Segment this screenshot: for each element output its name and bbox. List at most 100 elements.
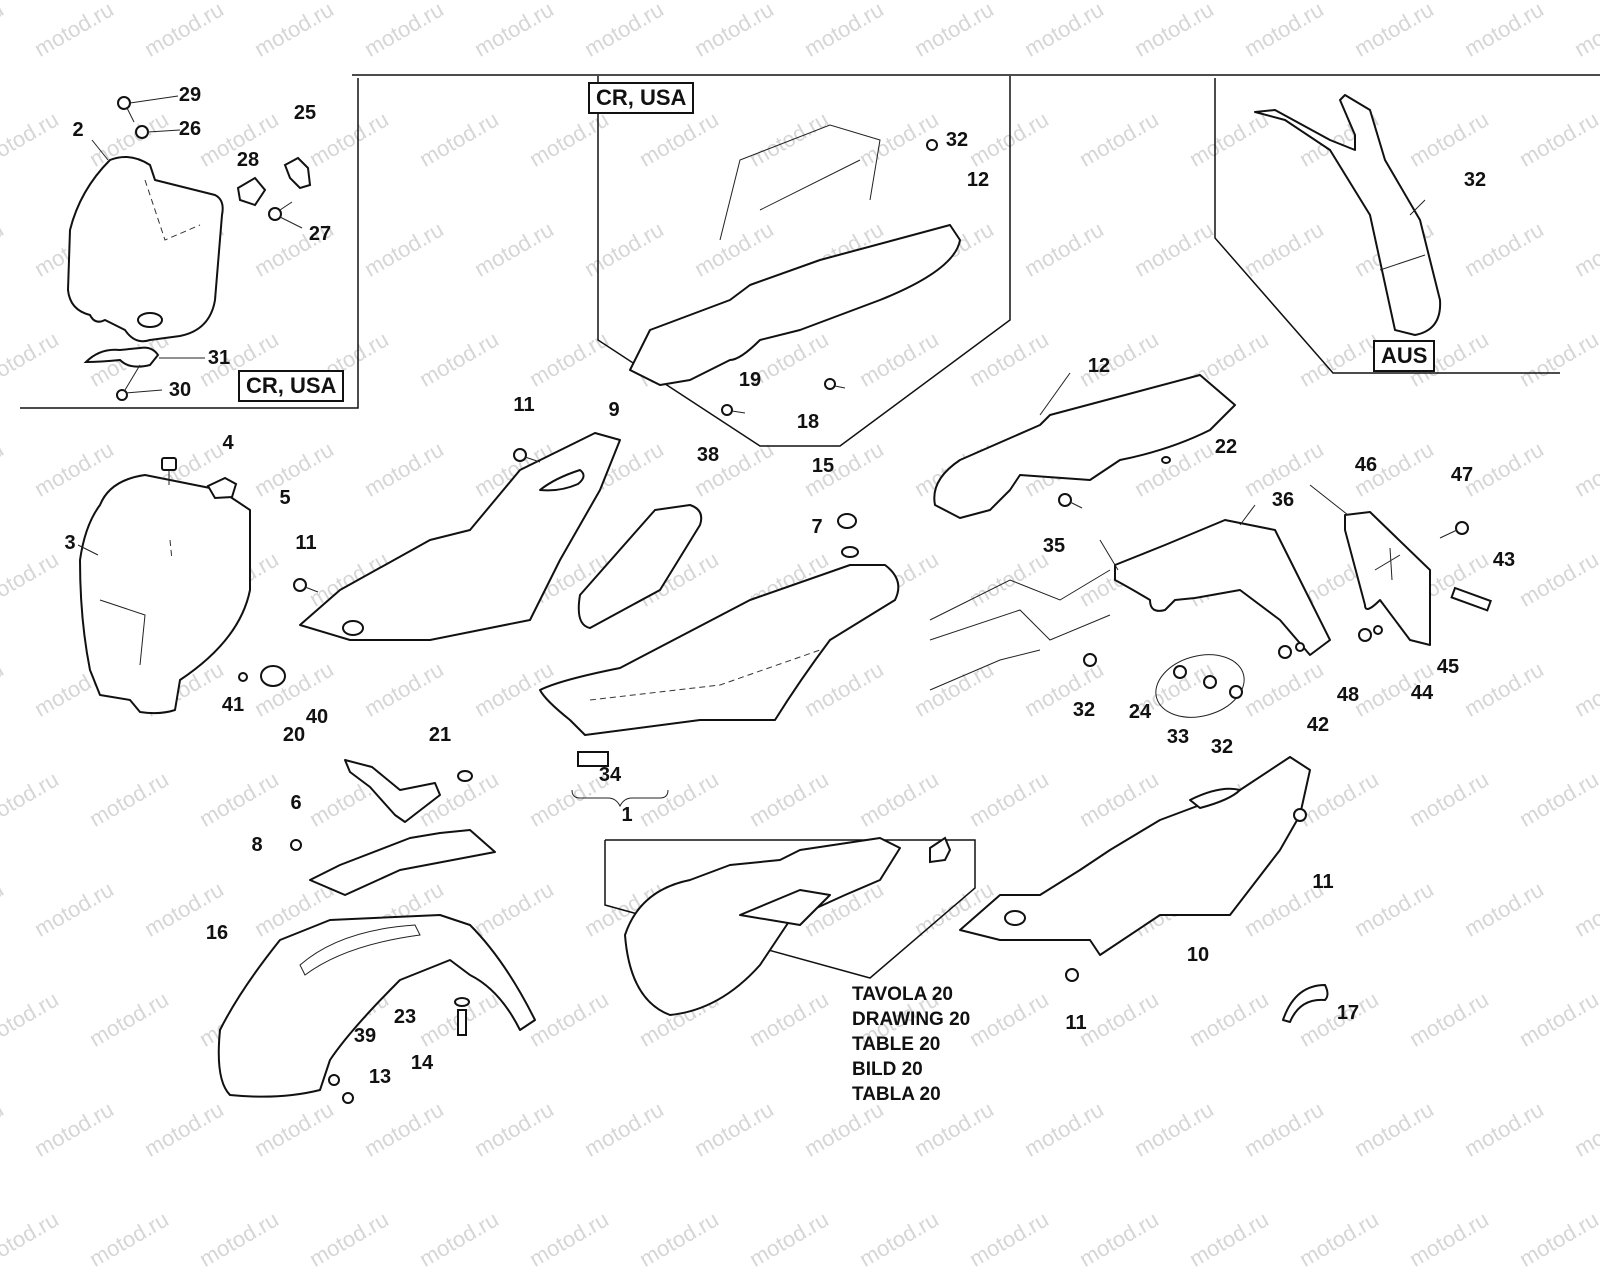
watermark: motod.ru bbox=[0, 1206, 63, 1272]
callout-6: 6 bbox=[290, 792, 302, 814]
callout-24: 24 bbox=[1128, 701, 1152, 723]
part-25-bracket bbox=[283, 156, 312, 190]
callout-22: 22 bbox=[1214, 436, 1238, 458]
callout-21: 21 bbox=[428, 724, 452, 746]
part-9-left-side-panel bbox=[299, 432, 621, 641]
callout-40: 40 bbox=[305, 706, 329, 728]
detail-ellipse-hardware bbox=[1155, 654, 1245, 718]
part-29-screw bbox=[117, 96, 135, 123]
callout-32-cr-usa: 32 bbox=[945, 129, 969, 151]
callout-38: 38 bbox=[696, 444, 720, 466]
watermark: motod.ru bbox=[415, 1206, 503, 1272]
callout-32-detail: 32 bbox=[1210, 736, 1234, 758]
watermark: motod.ru bbox=[635, 1206, 723, 1272]
callout-35: 35 bbox=[1042, 535, 1066, 557]
inset-frame-seat-cover bbox=[604, 839, 976, 979]
part-48-washer bbox=[1295, 642, 1305, 652]
callout-9: 9 bbox=[608, 399, 620, 421]
watermark: motod.ru bbox=[1515, 1206, 1600, 1272]
callout-8: 8 bbox=[251, 834, 263, 856]
callout-26: 26 bbox=[178, 118, 202, 140]
watermark: motod.ru bbox=[1295, 1206, 1383, 1272]
part-11-screw-d bbox=[1065, 968, 1079, 982]
callout-18: 18 bbox=[796, 411, 820, 433]
ref-line-drawing: DRAWING 20 bbox=[852, 1009, 971, 1030]
watermark: motod.ru bbox=[1185, 1206, 1273, 1272]
callout-27: 27 bbox=[308, 223, 332, 245]
callout-31: 31 bbox=[207, 347, 231, 369]
callout-32-aus: 32 bbox=[1463, 169, 1487, 191]
leader-lines bbox=[77, 95, 1426, 571]
ref-line-tabla: TABLA 20 bbox=[852, 1084, 941, 1105]
part-23-washer bbox=[454, 997, 470, 1007]
callout-29: 29 bbox=[178, 84, 202, 106]
part-41-screw bbox=[238, 672, 248, 682]
callout-32-frame: 32 bbox=[1072, 699, 1096, 721]
part-32-nut-frame bbox=[1083, 653, 1097, 667]
reference-note: TAVOLA 20 DRAWING 20 TABLE 20 BILD 20 TA… bbox=[852, 982, 970, 1107]
callout-34: 34 bbox=[598, 764, 622, 786]
part-36-license-bracket bbox=[1114, 519, 1331, 656]
callout-30: 30 bbox=[168, 379, 192, 401]
watermark: motod.ru bbox=[965, 1206, 1053, 1272]
inset-frame-top-right bbox=[1214, 78, 1560, 374]
part-32-nut-cr-usa bbox=[926, 139, 938, 151]
seat-cover-inset-part bbox=[624, 837, 901, 1016]
part-22-clip bbox=[1161, 456, 1171, 464]
callout-25: 25 bbox=[293, 102, 317, 124]
part-6-mudguard-bracket bbox=[309, 829, 496, 896]
callout-12-main: 12 bbox=[1087, 355, 1111, 377]
watermark: motod.ru bbox=[1075, 1206, 1163, 1272]
part-15-fastener bbox=[837, 513, 857, 529]
callout-15: 15 bbox=[811, 455, 835, 477]
part-8-screw bbox=[290, 839, 302, 851]
part-28-clip bbox=[236, 176, 267, 207]
callout-5: 5 bbox=[279, 487, 291, 509]
part-46-plate-holder bbox=[1344, 511, 1431, 646]
part-18-screw bbox=[824, 378, 846, 390]
part-5-nut-clip bbox=[206, 476, 238, 500]
callout-19: 19 bbox=[738, 369, 762, 391]
part-40-clamp bbox=[260, 665, 286, 687]
callout-11-bottom: 11 bbox=[1065, 1012, 1087, 1034]
brace-part-1 bbox=[571, 789, 669, 808]
part-32-rear-mudguard-aus bbox=[1254, 94, 1442, 336]
part-19-screw bbox=[721, 404, 746, 416]
region-tag-aus: AUS bbox=[1373, 340, 1436, 373]
watermark: motod.ru bbox=[525, 1206, 613, 1272]
part-17-clip bbox=[1282, 984, 1329, 1023]
callout-45: 45 bbox=[1436, 656, 1460, 678]
watermark: motod.ru bbox=[1405, 1206, 1493, 1272]
callout-17: 17 bbox=[1336, 1002, 1360, 1024]
watermark: motod.ru bbox=[855, 1206, 943, 1272]
callout-28: 28 bbox=[236, 149, 260, 171]
callout-47: 47 bbox=[1450, 464, 1474, 486]
callout-39: 39 bbox=[353, 1025, 377, 1047]
callout-3: 3 bbox=[64, 532, 76, 554]
diagram-drawing bbox=[20, 74, 1600, 1104]
part-34-rubber-block bbox=[577, 751, 609, 767]
callout-10: 10 bbox=[1186, 944, 1210, 966]
watermark: motod.ru bbox=[745, 1206, 833, 1272]
part-43-pin bbox=[1450, 586, 1492, 612]
ref-line-tavola: TAVOLA 20 bbox=[852, 984, 953, 1005]
callout-46: 46 bbox=[1354, 454, 1378, 476]
part-11-screw-a bbox=[513, 448, 541, 463]
callout-23: 23 bbox=[393, 1006, 417, 1028]
part-1-seat bbox=[539, 564, 900, 736]
callout-11-right: 11 bbox=[1312, 871, 1334, 893]
part-44-nut bbox=[1358, 628, 1372, 642]
part-2-headlight-fairing bbox=[67, 155, 224, 343]
part-12-seat-cr-usa bbox=[629, 124, 961, 386]
part-10-right-side-panel bbox=[959, 756, 1311, 956]
part-26-washer bbox=[135, 125, 149, 139]
callout-43: 43 bbox=[1492, 549, 1516, 571]
part-31-bracket bbox=[83, 346, 160, 368]
part-47-screw bbox=[1439, 521, 1469, 539]
part-27-screw bbox=[268, 201, 293, 221]
callout-44: 44 bbox=[1410, 682, 1434, 704]
part-13-nut bbox=[342, 1092, 354, 1104]
part-3-front-fairing bbox=[79, 474, 251, 715]
callout-4: 4 bbox=[222, 432, 234, 454]
